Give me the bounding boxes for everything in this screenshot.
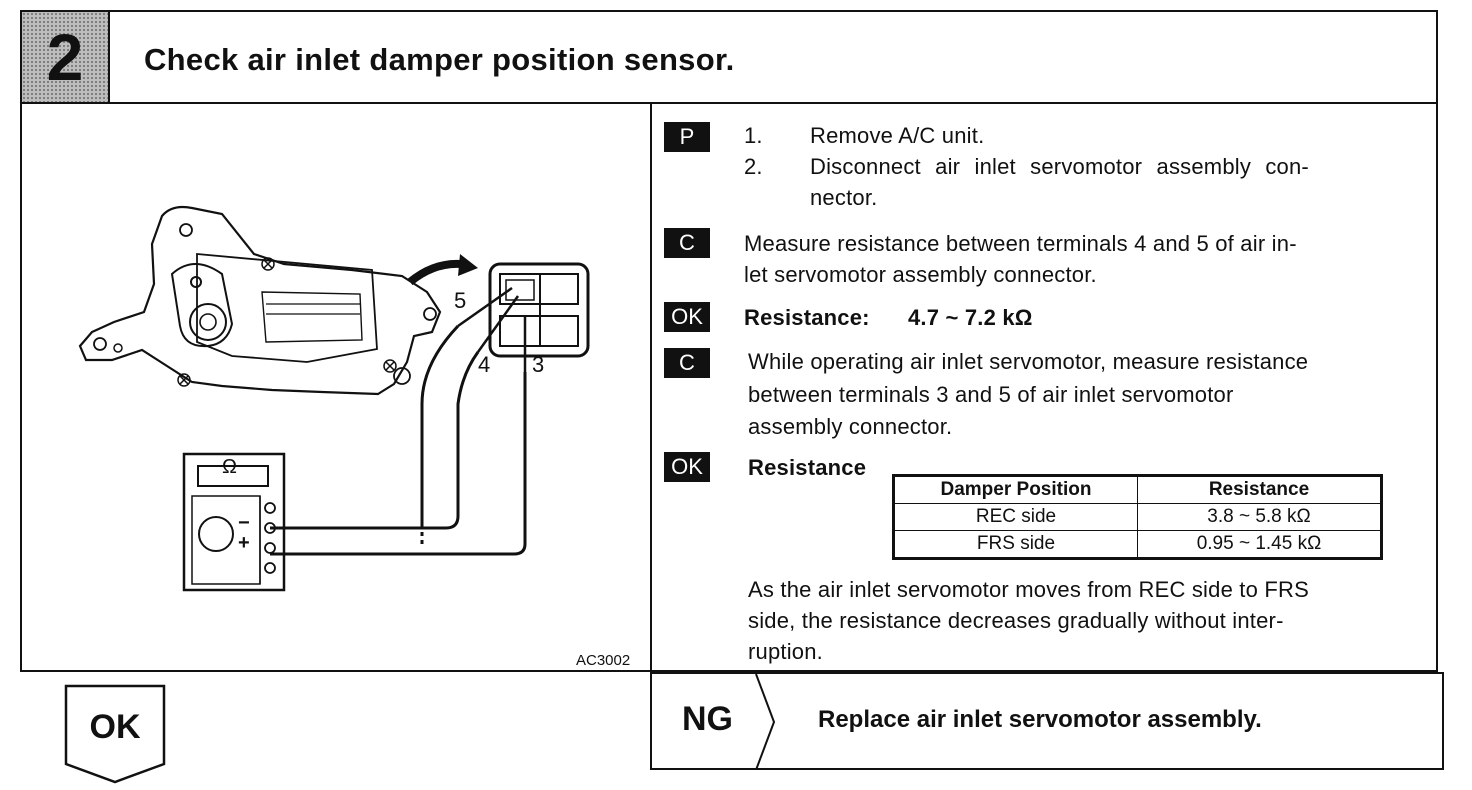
resistance-table: Damper Position Resistance REC side 3.8 …: [892, 474, 1383, 560]
step-number: 2: [46, 20, 84, 94]
c2-line1: While operating air inlet servomotor, me…: [748, 349, 1309, 374]
ohm-symbol: Ω: [222, 456, 237, 478]
c2-line2: between terminals 3 and 5 of air inlet s…: [748, 382, 1234, 407]
ng-result-label: NG: [682, 700, 733, 738]
terminal-label-5: 5: [454, 288, 467, 313]
minus-terminal-label: −: [238, 512, 250, 534]
ng-chevron: [755, 674, 776, 770]
ng-action-text: Replace air inlet servomotor assembly.: [818, 706, 1262, 733]
p-step1-text: Remove A/C unit.: [810, 123, 985, 148]
ok-result-label: OK: [89, 708, 141, 746]
plus-terminal-label: +: [238, 532, 250, 554]
damper-lever: [170, 263, 234, 348]
table-cell: FRS side: [893, 530, 1138, 559]
c1-line1: Measure resistance between terminals 4 a…: [744, 231, 1297, 256]
table-row: REC side 3.8 ~ 5.8 kΩ: [893, 503, 1382, 531]
table-cell: 0.95 ~ 1.45 kΩ: [1137, 530, 1382, 559]
probe-wire-4: [270, 351, 480, 530]
preparation-tag: P: [664, 122, 710, 152]
c1-line2: let servomotor assembly connector.: [744, 262, 1097, 287]
servomotor-inner-plate: [196, 253, 378, 363]
table-header-damper-position: Damper Position: [893, 475, 1138, 504]
p-step2-num: 2.: [744, 154, 763, 179]
note-line3: ruption.: [748, 639, 823, 664]
step-number-badge: 2: [22, 12, 110, 102]
servomotor-housing: [78, 205, 442, 396]
ok-arrow-shape: [64, 684, 166, 784]
diagram-figure: Ω − + 5 4 3: [22, 104, 650, 670]
figure-code: AC3002: [576, 652, 631, 669]
p-step2-line2: nector.: [810, 185, 878, 210]
table-header-row: Damper Position Resistance: [893, 475, 1382, 504]
ok1-value: 4.7 ~ 7.2 kΩ: [908, 305, 1033, 330]
ok1-label: Resistance:: [744, 305, 870, 330]
ohmmeter: [182, 452, 286, 592]
ok-result-box: OK: [64, 684, 166, 784]
p-step1-num: 1.: [744, 123, 763, 148]
terminal-label-3: 3: [532, 352, 545, 377]
check-tag-1: C: [664, 228, 710, 258]
terminal-label-4: 4: [478, 352, 491, 377]
procedure-frame: 2 Check air inlet damper position sensor…: [20, 10, 1438, 674]
note-line2: side, the resistance decreases gradually…: [748, 608, 1284, 633]
probe-wire-5: [420, 324, 460, 524]
p-step2-line1: Disconnect air inlet servomotor assembly…: [810, 154, 1309, 179]
note-line1: As the air inlet servomotor moves from R…: [748, 577, 1309, 602]
probe-wire-3: [270, 372, 527, 556]
ok-tag-2: OK: [664, 452, 710, 482]
step-header: 2 Check air inlet damper position sensor…: [22, 12, 1436, 104]
table-cell: REC side: [893, 503, 1138, 531]
check-tag-2: C: [664, 348, 710, 378]
ok-tag-1: OK: [664, 302, 710, 332]
ok2-label: Resistance: [748, 455, 867, 480]
column-divider: [650, 104, 652, 674]
table-cell: 3.8 ~ 5.8 kΩ: [1137, 503, 1382, 531]
servomotor-connector: [488, 262, 590, 358]
table-row: FRS side 0.95 ~ 1.45 kΩ: [893, 530, 1382, 559]
c2-line3: assembly connector.: [748, 414, 953, 439]
table-header-resistance: Resistance: [1137, 475, 1382, 504]
instruction-panel: P 1. Remove A/C unit. 2. Disconnect air …: [652, 104, 1438, 670]
servomotor-diagram: [78, 205, 590, 592]
step-title: Check air inlet damper position sensor.: [144, 42, 735, 77]
connector-arrow: [407, 259, 463, 286]
ng-result-box: NG Replace air inlet servomotor assembly…: [650, 672, 1444, 770]
